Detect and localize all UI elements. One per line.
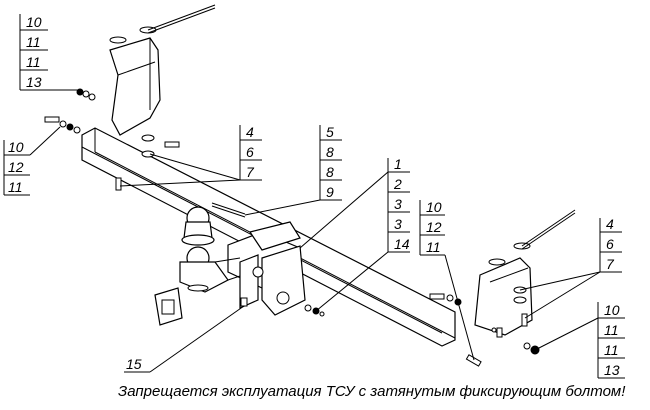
callout-left-mid: 10 12 11 [3, 126, 61, 196]
callout-label: 8 [326, 144, 334, 160]
callout-label: 13 [604, 362, 620, 378]
callout-label: 8 [326, 164, 334, 180]
callout-label: 12 [426, 219, 442, 235]
tow-ball-upper [181, 206, 215, 246]
callout-label: 12 [8, 159, 24, 175]
callout-label: 10 [8, 139, 24, 155]
callout-label: 11 [26, 34, 41, 50]
callout-label: 6 [246, 144, 254, 160]
left-bracket [109, 4, 216, 136]
callout-label: 15 [126, 356, 142, 372]
callout-label: 5 [326, 124, 334, 140]
callout-label: 11 [426, 239, 441, 255]
callout-label: 3 [394, 196, 402, 212]
callout-bottom-15: 15 [124, 305, 245, 373]
tow-ball-lower [179, 246, 241, 293]
callout-top-left: 10 11 11 13 [19, 14, 78, 91]
receiver-block [227, 221, 306, 316]
callout-center-10: 10 12 11 [419, 199, 475, 361]
callout-label: 11 [604, 322, 619, 338]
electrical-socket-cover [154, 287, 183, 326]
callout-label: 4 [246, 124, 254, 140]
locking-pin [211, 202, 246, 218]
callout-label: 2 [393, 176, 402, 192]
right-bracket [474, 209, 576, 336]
callout-center-1: 1 2 3 3 14 [299, 156, 410, 312]
callout-right-top: 4 6 7 [519, 216, 622, 319]
callout-label: 9 [326, 184, 334, 200]
callout-label: 10 [426, 199, 442, 215]
callout-label: 1 [394, 156, 402, 172]
callout-label: 4 [606, 216, 614, 232]
callout-label: 11 [8, 179, 23, 195]
callout-label: 3 [394, 216, 402, 232]
callout-label: 11 [604, 342, 619, 358]
callout-label: 6 [606, 236, 614, 252]
callout-right-bottom: 10 11 11 13 [534, 302, 625, 379]
callout-label: 7 [606, 256, 615, 272]
callout-center-4: 4 6 7 [119, 124, 262, 187]
callout-center-5: 5 8 8 9 [244, 124, 342, 216]
callout-label: 13 [26, 74, 42, 90]
callout-label: 7 [246, 164, 255, 180]
callout-label: 10 [604, 302, 620, 318]
callout-label: 11 [26, 54, 41, 70]
callout-label: 14 [394, 236, 410, 252]
callout-label: 10 [26, 14, 42, 30]
footer-warning: Запрещается эксплуатация ТСУ с затянутым… [118, 383, 626, 400]
